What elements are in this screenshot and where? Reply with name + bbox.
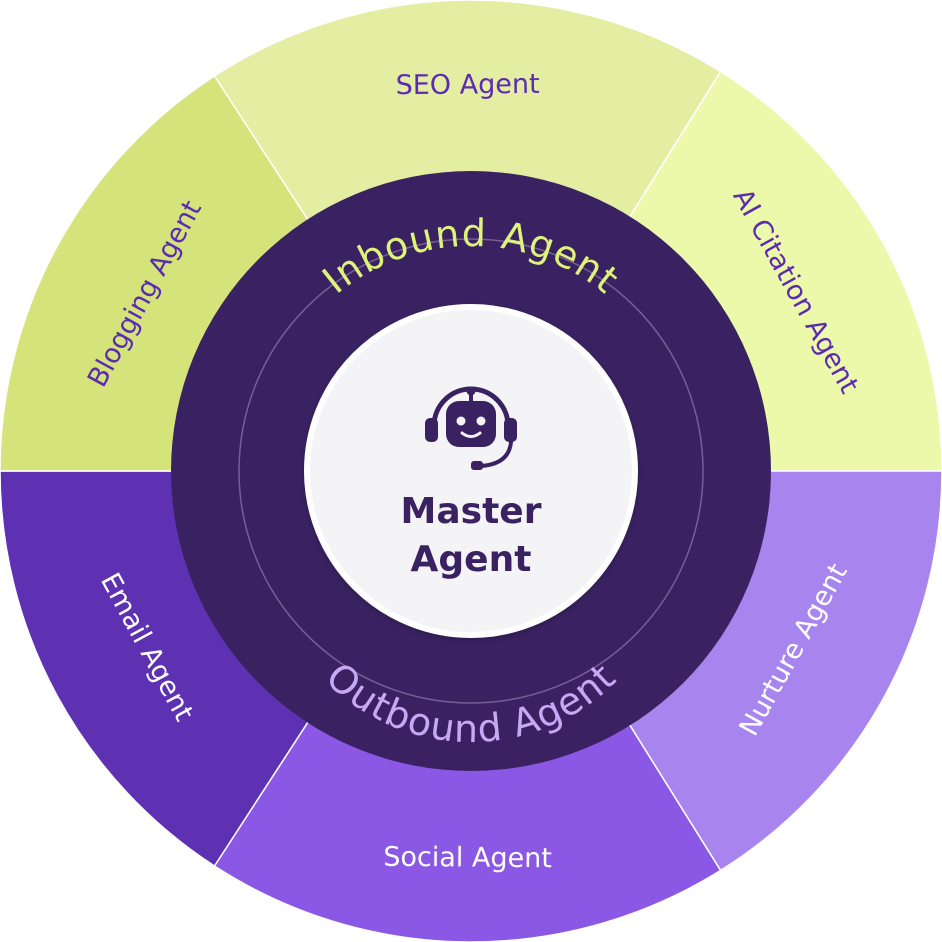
inner-ring-guide bbox=[238, 238, 704, 704]
robot-headset-icon bbox=[425, 386, 517, 470]
segment-label-seo-agent: SEO Agent bbox=[396, 69, 540, 101]
master-agent-circle bbox=[304, 304, 638, 638]
segment-label-social-agent: Social Agent bbox=[383, 842, 552, 874]
master-agent-title-line1: Master bbox=[401, 491, 542, 532]
master-agent-title-line2: Agent bbox=[411, 539, 532, 580]
